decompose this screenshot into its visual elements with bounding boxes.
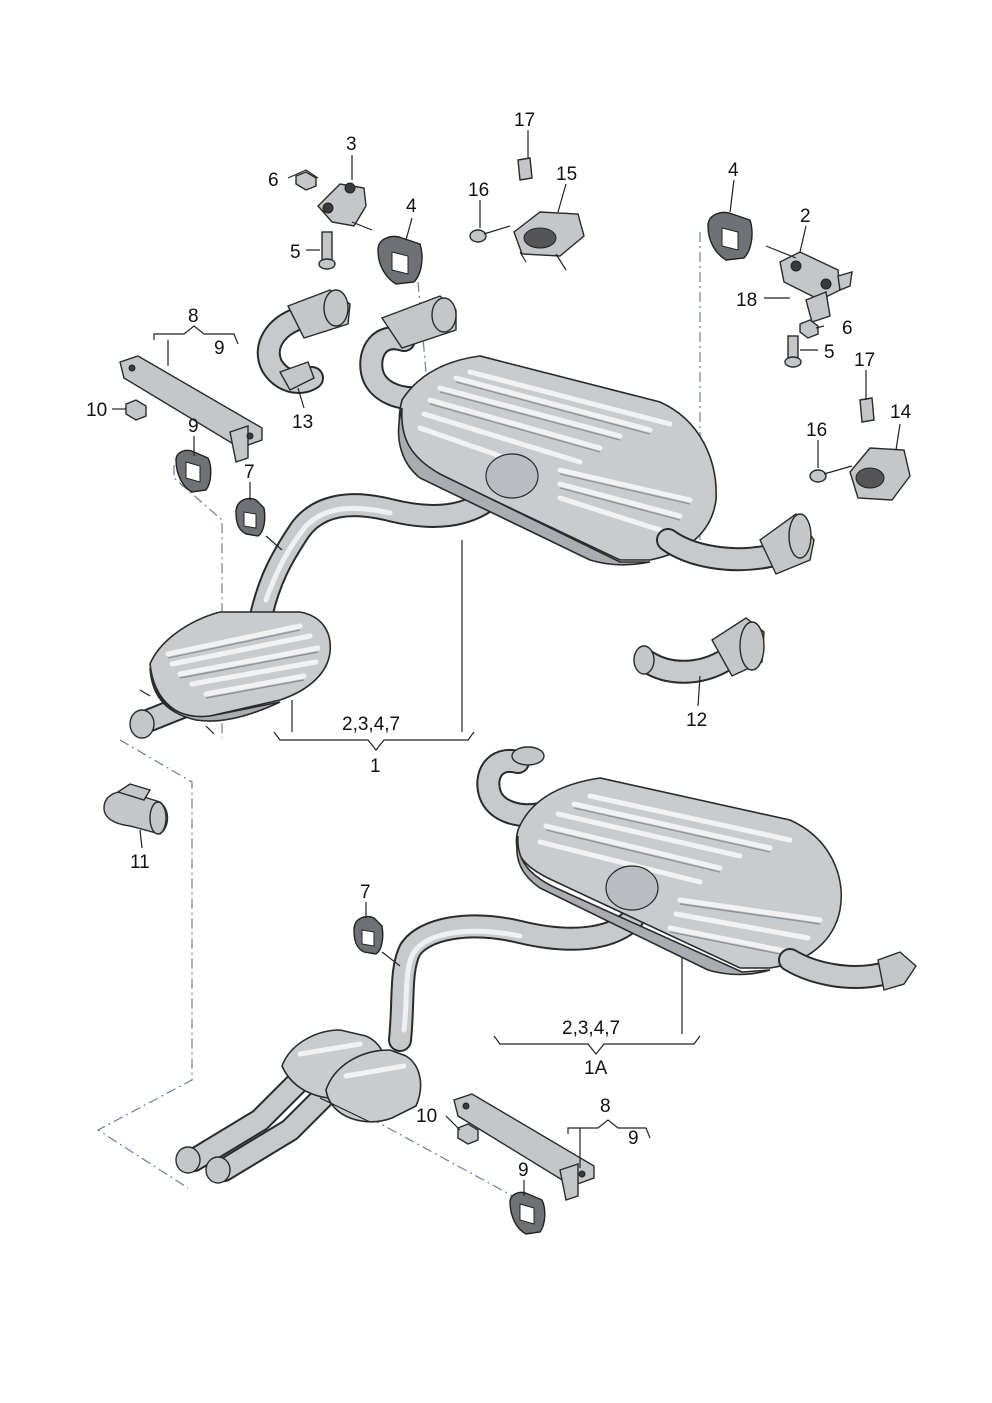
tailpipe-with-clamp-13 <box>256 289 351 394</box>
rubber-mount-4-right <box>707 211 753 261</box>
callout-labels: 3 6 5 4 17 16 15 4 2 18 6 5 17 14 16 8 9… <box>86 110 912 1181</box>
callout-14: 14 <box>890 402 912 423</box>
callout-8-upper: 8 <box>188 306 199 327</box>
rear-tailpipe-lower <box>778 948 917 991</box>
callout-2: 2 <box>800 206 811 227</box>
callout-17-right: 17 <box>854 350 875 371</box>
mounting-bracket-2 <box>779 251 853 323</box>
callout-13: 13 <box>292 412 313 433</box>
brace-8-lower <box>567 1119 651 1139</box>
rubber-mount-4-upper <box>377 235 423 285</box>
rubber-mount-9-lower <box>509 1191 546 1235</box>
nut-6-upper <box>295 171 317 191</box>
bolt-16-upper <box>469 225 511 243</box>
tailpipe-trim-14 <box>849 447 911 501</box>
callout-5-right: 5 <box>824 342 835 363</box>
pipe-clamp-11 <box>103 783 169 835</box>
callout-15: 15 <box>556 164 577 185</box>
rear-muffler-lower <box>515 777 842 976</box>
bolt-16-right <box>809 465 853 483</box>
callout-5-upper: 5 <box>290 242 301 263</box>
callout-12: 12 <box>686 710 707 731</box>
callout-9-upper-a: 9 <box>214 338 225 359</box>
callout-6-right: 6 <box>842 318 853 339</box>
callout-10-lower: 10 <box>416 1106 437 1127</box>
center-muffler-ribs <box>165 623 321 699</box>
clip-17-upper <box>517 157 533 181</box>
center-muffler-lower-twin <box>175 1029 422 1184</box>
clip-17-right <box>859 397 875 423</box>
front-connecting-pipe <box>250 478 512 624</box>
callout-4-right: 4 <box>728 160 739 181</box>
callout-4-upper: 4 <box>406 196 417 217</box>
hanger-bracket-upper <box>119 355 263 463</box>
callout-9-lower-b: 9 <box>518 1160 529 1181</box>
rubber-mount-9-upper <box>175 449 212 493</box>
nut-10-lower <box>457 1123 479 1145</box>
callout-3: 3 <box>346 134 357 155</box>
callout-9-upper-b: 9 <box>188 416 199 437</box>
bolt-5-right <box>784 335 802 368</box>
callout-7-upper: 7 <box>244 462 255 483</box>
callout-18: 18 <box>736 290 757 311</box>
callout-1: 1 <box>370 756 381 777</box>
rear-tailpipe-upper <box>656 513 815 575</box>
group-label-upper: 2,3,4,7 <box>342 714 400 735</box>
mounting-bracket-3 <box>317 182 373 231</box>
callout-6-upper: 6 <box>268 170 279 191</box>
rear-muffler-upper <box>397 355 717 566</box>
brace-1a <box>493 1035 701 1055</box>
front-connecting-pipe-lower <box>388 908 644 1052</box>
callout-16-upper: 16 <box>468 180 489 201</box>
center-muffler-upper <box>129 611 331 739</box>
leader-lines <box>112 130 901 1196</box>
callout-11: 11 <box>130 852 150 873</box>
rear-muffler-upper-inlet-pipe <box>359 295 457 411</box>
rear-muffler-lower-inlet-pipe <box>476 746 552 828</box>
tailpipe-trim-15 <box>513 211 585 271</box>
callout-7-lower: 7 <box>360 882 371 903</box>
callout-16-right: 16 <box>806 420 827 441</box>
callout-9-lower-a: 9 <box>628 1128 639 1149</box>
callout-17-upper: 17 <box>514 110 535 131</box>
callout-8-lower: 8 <box>600 1096 611 1117</box>
muffler-ribs <box>417 369 693 533</box>
nut-6-right <box>799 319 819 339</box>
nut-10-upper <box>125 399 147 421</box>
callout-10-upper: 10 <box>86 400 107 421</box>
brace-1 <box>273 731 475 751</box>
bolt-5-upper <box>318 231 336 270</box>
muffler-lower-ribs <box>537 793 823 957</box>
rubber-mount-7-lower <box>353 915 401 967</box>
callout-1a: 1A <box>584 1058 608 1079</box>
group-label-lower: 2,3,4,7 <box>562 1018 620 1039</box>
brace-8-upper <box>153 325 239 345</box>
hanger-bracket-lower <box>453 1093 595 1201</box>
bolt-long-2 <box>765 245 797 259</box>
rubber-mount-7-upper <box>235 497 283 551</box>
tailpipe-12 <box>633 617 765 684</box>
